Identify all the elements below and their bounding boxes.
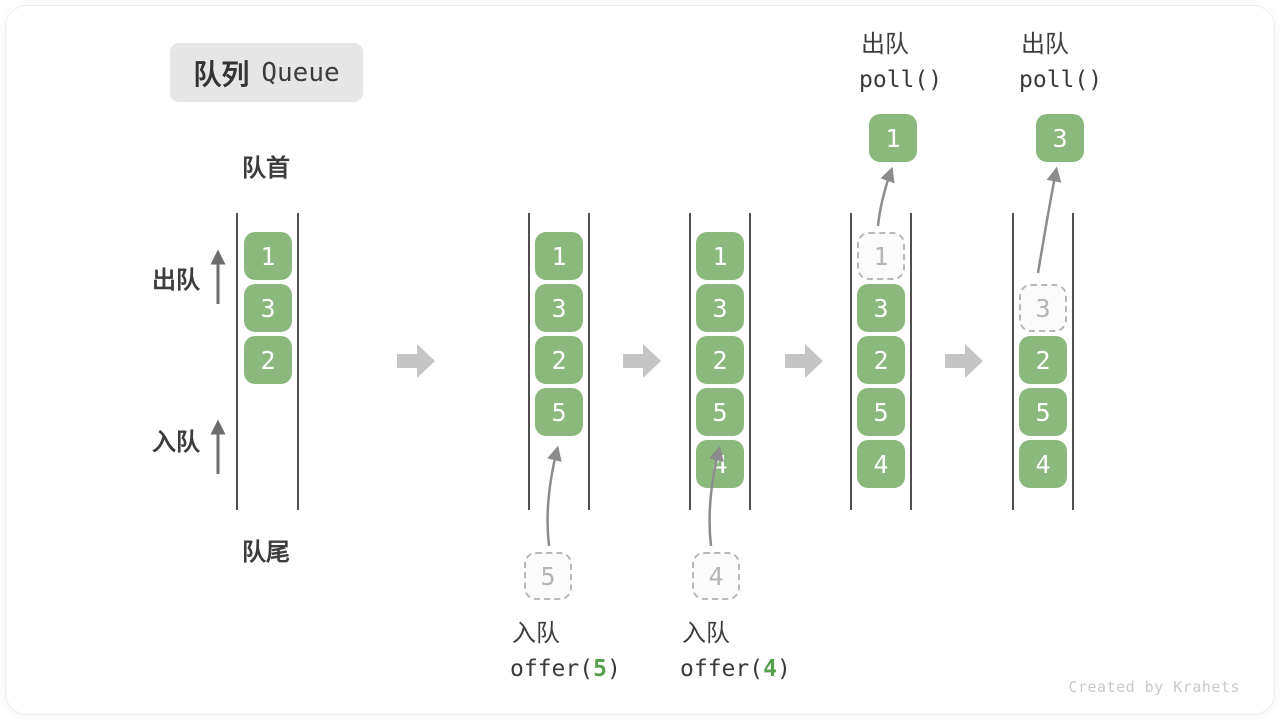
queue-wall-line	[1072, 213, 1074, 510]
queue-cell: 3	[696, 284, 744, 332]
queue-cell: 4	[696, 440, 744, 488]
op-code-before: offer(	[680, 656, 764, 682]
queue-wall-line	[528, 213, 530, 510]
polled-value-box: 3	[1036, 114, 1084, 162]
queue-cell-incoming: 5	[524, 552, 572, 600]
op-code-offer: offer(5)	[510, 656, 621, 684]
queue-wall-line	[850, 213, 852, 510]
queue-cell-incoming: 4	[692, 552, 740, 600]
watermark: Created by Krahets	[1068, 678, 1240, 696]
label-queue-front: 队首	[242, 155, 290, 182]
queue-cell: 5	[1019, 388, 1067, 436]
queue-cell: 1	[535, 232, 583, 280]
queue-cell: 2	[1019, 336, 1067, 384]
title-zh: 队列	[193, 58, 250, 90]
label-dequeue-side: 出队	[152, 267, 200, 294]
op-label-dequeue: 出队	[861, 31, 909, 58]
queue-cell: 1	[696, 232, 744, 280]
queue-wall-line	[1012, 213, 1014, 510]
queue-wall-line	[749, 213, 751, 510]
queue-cell-removed: 3	[1019, 284, 1067, 332]
queue-cell-removed: 1	[857, 232, 905, 280]
queue-cell: 2	[696, 336, 744, 384]
label-enqueue-side: 入队	[152, 429, 200, 456]
op-code-arg: 5	[593, 656, 607, 682]
queue-cell: 1	[244, 232, 292, 280]
polled-value-box: 1	[869, 114, 917, 162]
queue-cell: 4	[857, 440, 905, 488]
op-code-poll: poll()	[859, 67, 943, 93]
op-label-enqueue: 入队	[682, 620, 730, 647]
op-code-before: offer(	[510, 656, 594, 682]
queue-cell: 2	[857, 336, 905, 384]
op-code-arg: 4	[763, 656, 777, 682]
op-code-offer: offer(4)	[680, 656, 791, 684]
diagram-card	[5, 5, 1275, 715]
title-badge: 队列 Queue	[170, 43, 363, 102]
queue-cell: 2	[244, 336, 292, 384]
op-label-enqueue: 入队	[512, 620, 560, 647]
queue-wall-line	[588, 213, 590, 510]
queue-cell: 2	[535, 336, 583, 384]
queue-wall-line	[910, 213, 912, 510]
queue-cell: 3	[244, 284, 292, 332]
queue-cell: 5	[696, 388, 744, 436]
op-code-poll: poll()	[1019, 67, 1103, 93]
op-code-after: )	[606, 656, 621, 682]
op-label-dequeue: 出队	[1021, 31, 1069, 58]
queue-wall-line	[236, 213, 238, 510]
queue-cell: 5	[857, 388, 905, 436]
op-code-after: )	[776, 656, 791, 682]
queue-wall-line	[297, 213, 299, 510]
queue-cell: 5	[535, 388, 583, 436]
queue-cell: 3	[857, 284, 905, 332]
label-queue-rear: 队尾	[242, 539, 290, 566]
queue-wall-line	[689, 213, 691, 510]
queue-cell: 4	[1019, 440, 1067, 488]
title-en: Queue	[261, 57, 340, 88]
queue-cell: 3	[535, 284, 583, 332]
